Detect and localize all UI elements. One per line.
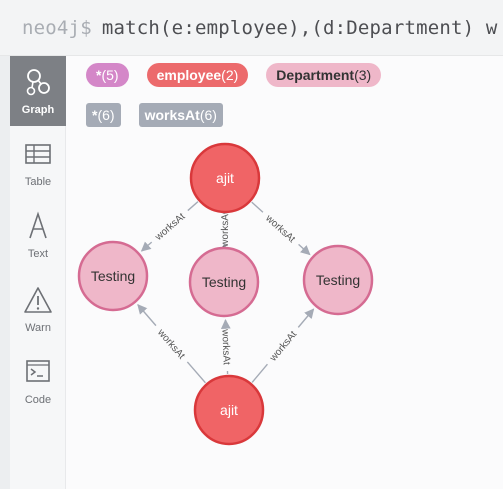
relationship-worksat[interactable]: worksAt bbox=[251, 201, 311, 256]
legend-employee-name: employee bbox=[156, 67, 222, 83]
node-department[interactable]: Testing bbox=[188, 246, 260, 318]
text-icon bbox=[24, 210, 52, 242]
legend-employee-pill[interactable]: employee(2) bbox=[146, 63, 249, 87]
relationship-label: worksAt bbox=[153, 211, 188, 244]
graph-icon bbox=[24, 66, 52, 98]
relationship-arrow bbox=[298, 243, 311, 256]
code-icon bbox=[24, 356, 52, 388]
nav-text[interactable]: Text bbox=[10, 200, 66, 270]
relationship-line bbox=[186, 361, 206, 384]
result-view-nav: Graph Table Text bbox=[10, 56, 66, 489]
relationship-arrow bbox=[137, 303, 157, 327]
relationship-arrow bbox=[140, 241, 153, 252]
nav-table[interactable]: Table bbox=[10, 128, 66, 198]
relationship-label: worksAt bbox=[219, 328, 231, 365]
nav-graph-label: Graph bbox=[21, 104, 55, 116]
nav-warn[interactable]: Warn bbox=[10, 274, 66, 344]
relationship-worksat[interactable]: worksAt bbox=[140, 201, 199, 252]
relationship-label: worksAt bbox=[220, 211, 231, 248]
nav-text-label: Text bbox=[27, 248, 49, 260]
relationship-types-legend: *(6) worksAt(6) bbox=[86, 103, 241, 127]
nav-warn-label: Warn bbox=[25, 322, 51, 334]
relationship-line bbox=[251, 363, 268, 383]
left-edge-strip bbox=[0, 56, 10, 489]
query-bar[interactable]: neo4j$ match(e:employee),(d:Department) … bbox=[0, 0, 503, 56]
nav-table-label: Table bbox=[24, 176, 52, 188]
legend-all-nodes-count: (5) bbox=[101, 67, 119, 83]
node-employee[interactable]: ajit bbox=[193, 374, 265, 446]
node-caption: ajit bbox=[216, 170, 234, 186]
legend-worksat-name: worksAt bbox=[144, 107, 200, 123]
legend-worksat-count: (6) bbox=[199, 107, 217, 123]
legend-all-nodes-name: * bbox=[96, 67, 102, 83]
node-department[interactable]: Testing bbox=[302, 244, 374, 316]
node-employee[interactable]: ajit bbox=[189, 142, 261, 214]
legend-all-relationships-count: (6) bbox=[97, 107, 115, 123]
warning-icon bbox=[23, 284, 53, 316]
relationship-label: worksAt bbox=[267, 329, 299, 364]
query-text[interactable]: match(e:employee),(d:Department) w bbox=[101, 16, 498, 39]
relationship-worksat[interactable]: worksAt bbox=[219, 318, 232, 375]
legend-department-count: (3) bbox=[354, 67, 372, 83]
legend-all-relationships-pill[interactable]: *(6) bbox=[86, 103, 121, 127]
legend-department-name: Department bbox=[276, 67, 355, 83]
relationship-line bbox=[251, 201, 264, 213]
node-circle bbox=[302, 244, 374, 316]
legend-all-nodes-pill[interactable]: *(5) bbox=[86, 63, 129, 87]
relationship-label: worksAt bbox=[154, 327, 186, 362]
node-circle bbox=[188, 246, 260, 318]
node-circle bbox=[77, 240, 149, 312]
nav-code-label: Code bbox=[24, 394, 52, 406]
node-labels-legend: *(5) employee(2) Department(3) bbox=[86, 63, 399, 87]
table-icon bbox=[24, 138, 52, 170]
relationship-arrow bbox=[297, 308, 315, 328]
nav-graph[interactable]: Graph bbox=[10, 56, 66, 126]
relationship-worksat[interactable]: worksAt bbox=[251, 308, 315, 383]
node-caption: Testing bbox=[316, 272, 360, 288]
legend-department-pill[interactable]: Department(3) bbox=[266, 63, 382, 87]
node-caption: ajit bbox=[220, 402, 238, 418]
node-circle bbox=[189, 142, 261, 214]
node-caption: Testing bbox=[91, 268, 135, 284]
legend-all-relationships-name: * bbox=[92, 107, 98, 123]
relationship-line bbox=[187, 201, 199, 212]
node-caption: Testing bbox=[202, 274, 246, 290]
graph-svg[interactable]: worksAt worksAt worksAt worksAt worksAt works… bbox=[67, 134, 503, 489]
legend-worksat-pill[interactable]: worksAt(6) bbox=[138, 103, 223, 127]
query-prompt: neo4j$ bbox=[22, 16, 92, 39]
nav-code[interactable]: Code bbox=[10, 346, 66, 416]
relationship-worksat[interactable]: worksAt bbox=[137, 303, 206, 384]
node-circle bbox=[193, 374, 265, 446]
graph-canvas[interactable]: worksAt worksAt worksAt worksAt worksAt works… bbox=[67, 134, 503, 489]
relationship-label: worksAt bbox=[262, 212, 297, 245]
legend-employee-count: (2) bbox=[221, 67, 239, 83]
node-department[interactable]: Testing bbox=[77, 240, 149, 312]
